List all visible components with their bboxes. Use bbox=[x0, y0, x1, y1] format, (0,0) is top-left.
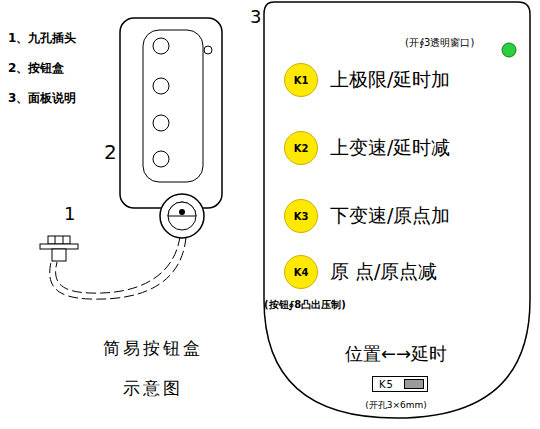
button-row: K1 上极限/延时加 bbox=[284, 63, 450, 97]
button-box bbox=[120, 18, 222, 238]
panel-note: (开孔3×6mm) bbox=[262, 399, 530, 412]
switch-slider bbox=[404, 379, 424, 389]
caption: 简易按钮盒 示意图 bbox=[90, 328, 215, 408]
yellow-button: K3 bbox=[284, 199, 318, 233]
switch-id: K5 bbox=[379, 379, 394, 390]
slide-switch: K5 bbox=[372, 376, 428, 392]
part-list-item: 2、按钮盒 bbox=[8, 60, 64, 77]
yellow-button: K1 bbox=[284, 63, 318, 97]
panel-note: (开∮3透明窗口) bbox=[405, 36, 474, 50]
panel-outline: (开∮3透明窗口) (按钮∮8凸出压制) 位置←→延时 (开孔3×6mm) K1 上极限/… bbox=[262, 0, 532, 421]
callout-number: 2 bbox=[104, 140, 117, 164]
button-function: 上变速/延时减 bbox=[330, 135, 450, 161]
callout-number: 3 bbox=[250, 6, 261, 27]
part-list-item: 3、面板说明 bbox=[8, 90, 76, 107]
panel-note: (按钮∮8凸出压制) bbox=[264, 298, 346, 312]
yellow-button: K2 bbox=[284, 131, 318, 165]
indicator-led bbox=[502, 43, 516, 57]
button-id: K4 bbox=[294, 267, 309, 278]
button-row: K4 原 点/原点减 bbox=[284, 255, 437, 289]
button-row: K3 下变速/原点加 bbox=[284, 199, 450, 233]
panel-note: 位置←→延时 bbox=[262, 342, 530, 366]
part-list-item: 1、九孔插头 bbox=[8, 30, 76, 47]
nine-pin-plug bbox=[40, 236, 78, 261]
callout-number: 1 bbox=[64, 203, 75, 224]
button-function: 原 点/原点减 bbox=[330, 259, 437, 285]
button-row: K2 上变速/延时减 bbox=[284, 131, 450, 165]
button-id: K1 bbox=[294, 75, 309, 86]
button-id: K3 bbox=[294, 211, 309, 222]
button-function: 上极限/延时加 bbox=[330, 67, 450, 93]
yellow-button: K4 bbox=[284, 255, 318, 289]
button-id: K2 bbox=[294, 143, 309, 154]
button-function: 下变速/原点加 bbox=[330, 203, 450, 229]
